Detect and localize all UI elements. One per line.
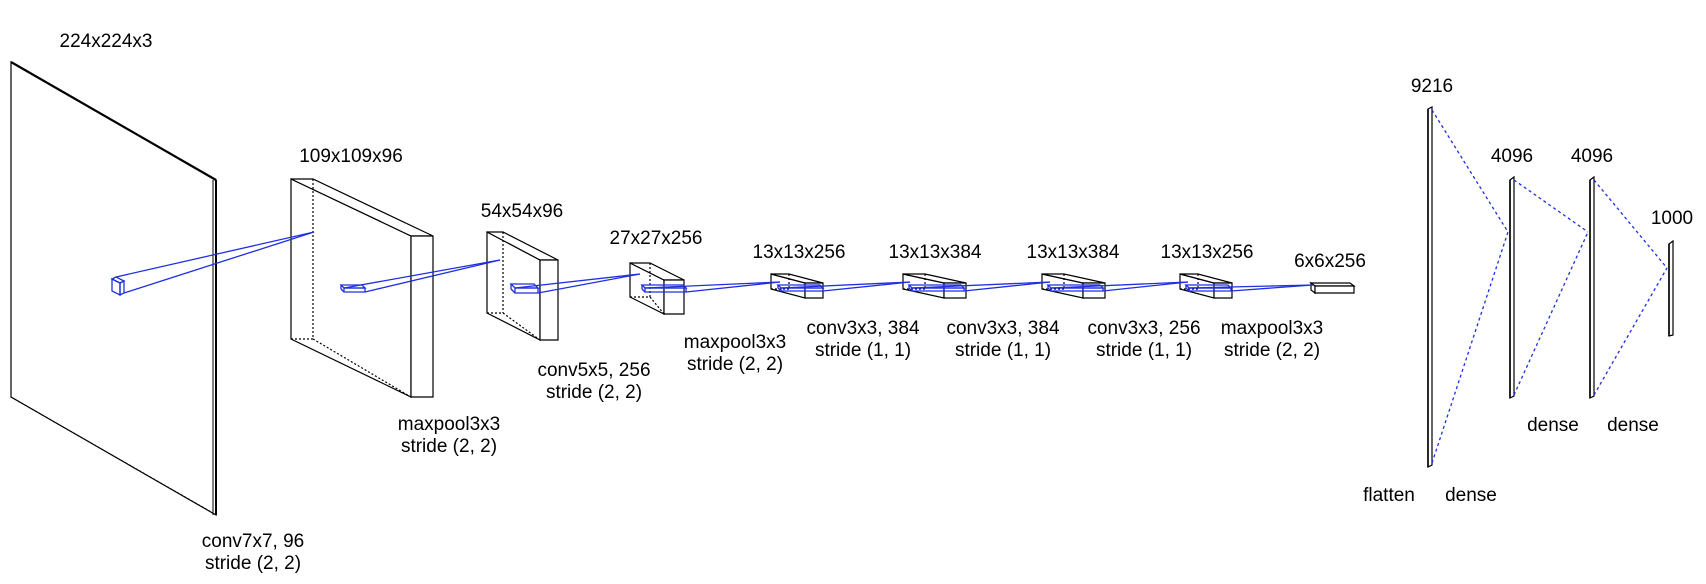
dense-op-1: dense [1445,485,1497,506]
dense-layers [1427,106,1674,468]
connector-lines [115,231,1314,294]
op-label-c3-line1: conv5x5, 256 [537,360,651,381]
volume-c2 [486,231,559,341]
op-label-c3: conv5x5, 256 stride (2, 2) [537,360,650,404]
volume-c8 [1309,281,1356,295]
op-label-c2: maxpool3x3 stride (2, 2) [398,414,500,458]
op-label-c6-line1: conv3x3, 384 [946,318,1060,339]
op-label-c7: conv3x3, 256 stride (1, 1) [1087,318,1200,362]
op-label-c8: maxpool3x3 stride (2, 2) [1221,318,1323,362]
size-label-input: 224x224x3 [59,31,153,52]
input-volume [10,60,217,517]
op-label-c7-line1: conv3x3, 256 [1087,318,1201,339]
op-label-c6-line2: stride (1, 1) [954,340,1052,361]
size-label-c7: 13x13x256 [1160,242,1254,263]
op-label-c1-line1: conv7x7, 96 [201,531,305,552]
dense-op-2: dense [1527,415,1579,436]
op-label-c7-line2: stride (1, 1) [1095,340,1193,361]
size-label-c1: 109x109x96 [299,146,403,167]
size-label-c5: 13x13x384 [888,242,982,263]
size-label-c4: 13x13x256 [752,242,846,263]
size-label-c2: 54x54x96 [480,201,564,222]
op-label-c4-line1: maxpool3x3 [683,332,787,353]
size-label-c6: 13x13x384 [1026,242,1120,263]
op-label-c1-line2: stride (2, 2) [204,553,302,574]
op-label-c5-line1: conv3x3, 384 [806,318,920,339]
dense-size-4096-a: 4096 [1490,146,1534,167]
op-label-c2-line2: stride (2, 2) [400,436,498,457]
op-label-c8-line2: stride (2, 2) [1223,340,1321,361]
dense-size-9216: 9216 [1410,76,1454,97]
dense-op-3: dense [1607,415,1659,436]
size-label-c8: 6x6x256 [1294,251,1366,272]
op-label-c2-line1: maxpool3x3 [397,414,501,435]
op-label-c6: conv3x3, 384 stride (1, 1) [946,318,1059,362]
op-label-c5: conv3x3, 384 stride (1, 1) [806,318,919,362]
op-label-c8-line1: maxpool3x3 [1220,318,1324,339]
op-label-c5-line2: stride (1, 1) [814,340,912,361]
dense-size-4096-b: 4096 [1570,146,1614,167]
dense-op-flatten: flatten [1363,485,1415,506]
op-label-c4: maxpool3x3 stride (2, 2) [684,332,786,376]
op-label-c4-line2: stride (2, 2) [686,354,784,375]
dense-size-1000: 1000 [1650,208,1694,229]
op-label-c3-line2: stride (2, 2) [545,382,643,403]
op-label-c1: conv7x7, 96 stride (2, 2) [202,531,304,575]
dense-connectors [1431,109,1668,464]
size-label-c3: 27x27x256 [609,228,703,249]
volume-c5 [902,273,967,299]
